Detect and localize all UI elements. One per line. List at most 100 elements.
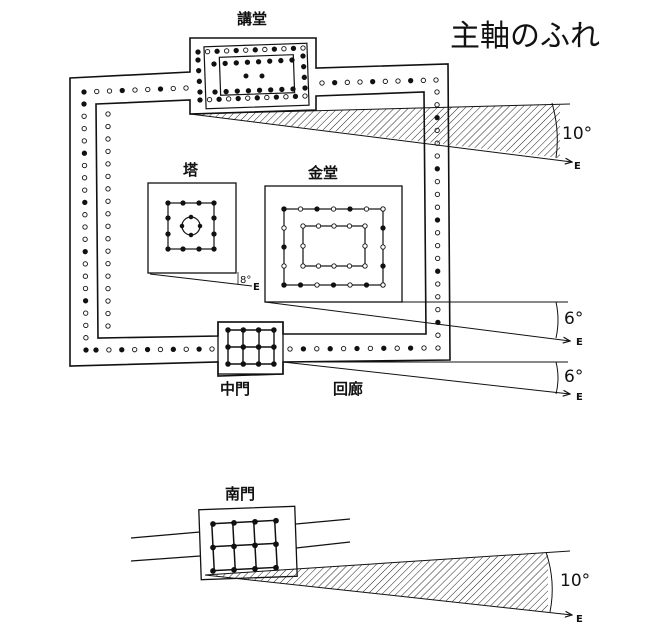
column-dot [145, 86, 151, 93]
column-dot [105, 273, 111, 279]
column-dot [301, 64, 307, 70]
column-dot [434, 191, 441, 198]
column-dot [105, 161, 111, 167]
column-dot [188, 232, 194, 238]
column-dot [435, 306, 441, 313]
column-dot [255, 327, 262, 333]
column-dot [434, 242, 441, 249]
column-dot [82, 261, 88, 267]
column-dot [105, 236, 111, 242]
column-dot [281, 282, 287, 288]
column-dot [347, 282, 353, 288]
column-dot [287, 346, 293, 352]
column-dot [170, 346, 176, 352]
column-dot [433, 77, 439, 83]
column-dot [300, 53, 306, 59]
column-dot [105, 211, 111, 217]
column-dot [347, 206, 353, 212]
column-dot [344, 79, 350, 85]
column-dot [435, 345, 441, 351]
column-dot [223, 48, 230, 54]
column-dot [252, 565, 258, 572]
column-dot [281, 46, 287, 52]
column-dot [370, 79, 376, 85]
column-dot [82, 187, 88, 193]
column-dot [331, 223, 337, 229]
column-dot [434, 153, 440, 159]
column-dot [180, 246, 186, 252]
pagoda-angle-direction: E [253, 282, 260, 293]
column-dot [271, 344, 277, 350]
column-dot [106, 347, 112, 353]
column-dot [420, 77, 426, 83]
column-dot [363, 282, 370, 288]
column-dot [82, 285, 89, 292]
column-dot [407, 345, 414, 351]
column-dot [196, 68, 202, 74]
lecture-hall-angle-degrees: 10° [562, 124, 592, 144]
column-dot [362, 243, 368, 249]
column-dot [271, 361, 277, 367]
lecture-hall [203, 42, 310, 110]
column-dot [255, 59, 262, 65]
column-dot [210, 544, 216, 551]
column-dot [330, 282, 337, 288]
column-dot [362, 223, 368, 229]
column-dot [209, 346, 215, 352]
column-dot [206, 96, 213, 103]
pagoda-columns [165, 200, 217, 252]
column-dot [81, 101, 87, 107]
column-dot [434, 166, 440, 172]
column-dot [315, 263, 322, 269]
column-dot [82, 298, 89, 304]
column-dot [157, 86, 164, 92]
column-dot [256, 87, 263, 93]
column-dot [273, 541, 279, 548]
column-dot [234, 88, 240, 94]
column-dot [363, 206, 370, 212]
column-dot [346, 223, 353, 229]
column-dot [297, 206, 304, 212]
column-dot [211, 61, 217, 67]
column-dot [119, 347, 125, 353]
pagoda [147, 182, 237, 274]
middle-gate-angle-direction: E [576, 392, 583, 403]
column-dot [233, 60, 239, 66]
column-dot [252, 518, 258, 525]
column-dot [165, 246, 171, 252]
column-dot [281, 263, 287, 269]
column-dot [105, 123, 111, 130]
column-dot [240, 344, 247, 350]
column-dot [81, 89, 87, 95]
column-dot [106, 88, 113, 94]
column-dot [82, 224, 88, 230]
column-dot [233, 47, 239, 54]
column-dot [195, 49, 201, 55]
column-dot [380, 263, 386, 269]
column-dot [82, 236, 88, 242]
middle-gate-angle [282, 361, 570, 394]
column-dot [380, 282, 386, 288]
column-dot [105, 136, 111, 142]
pagoda-angle-degrees: 8° [240, 275, 251, 286]
column-dot [225, 327, 231, 333]
column-dot [332, 80, 338, 86]
column-dot [394, 345, 400, 351]
column-dot [81, 175, 88, 181]
column-dot [105, 310, 111, 317]
column-dot [212, 89, 218, 95]
column-dot [380, 244, 386, 250]
column-dot [435, 294, 441, 300]
column-dot [434, 178, 440, 185]
column-dot [204, 48, 211, 55]
column-dot [435, 281, 441, 287]
column-dot [225, 344, 231, 350]
column-dot [434, 230, 441, 236]
column-dot [105, 173, 111, 180]
column-dot [381, 345, 387, 351]
column-dot [105, 323, 111, 329]
column-dot [211, 215, 217, 221]
golden-hall-angle-direction: E [576, 337, 583, 348]
column-dot [340, 345, 347, 352]
